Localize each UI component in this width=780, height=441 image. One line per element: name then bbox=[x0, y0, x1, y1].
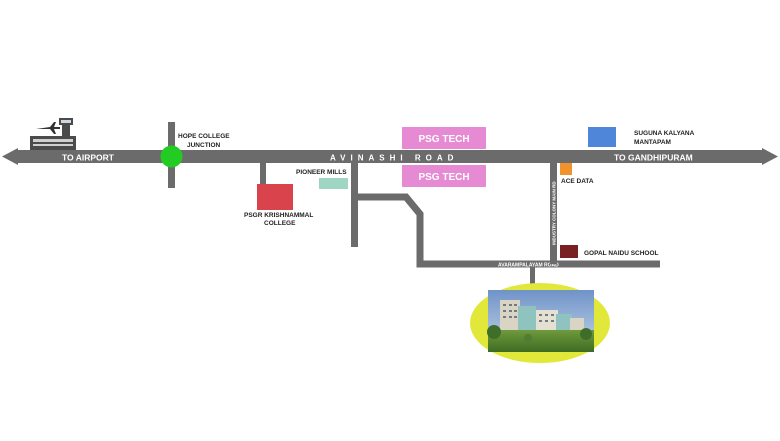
main-road-name: AVINASHI ROAD bbox=[330, 154, 458, 163]
arrow-right-icon bbox=[762, 148, 778, 165]
main-road-band bbox=[14, 150, 766, 163]
gopal-naidu-box bbox=[560, 245, 578, 258]
gopal-naidu-label: GOPAL NAIDU SCHOOL bbox=[584, 250, 659, 257]
hope-college-label-line1: HOPE COLLEGE bbox=[178, 133, 230, 140]
suguna-box bbox=[588, 127, 616, 147]
airport-icon bbox=[30, 118, 76, 150]
ace-data-label: ACE DATA bbox=[561, 178, 594, 185]
psg-tech-box-south bbox=[402, 165, 486, 187]
industry-colony-road-label: INDUSTRY COLONY MAIN RD bbox=[552, 181, 557, 245]
pioneer-mills-label: PIONEER MILLS bbox=[296, 169, 347, 176]
pioneer-mills-box bbox=[319, 178, 348, 189]
psgr-spur-road bbox=[260, 163, 266, 185]
psg-tech-label-south: PSG TECH bbox=[418, 172, 469, 183]
avarampalayam-road bbox=[358, 193, 660, 268]
avinashi-road: AVINASHI ROAD TO AIRPORT TO GANDHIPURAM bbox=[2, 148, 778, 165]
junction-marker-icon bbox=[160, 145, 183, 168]
arrow-left-icon bbox=[2, 148, 18, 165]
avarampalayam-road-label: AVARAMPALAYAM ROAD bbox=[498, 263, 559, 269]
psg-tech-box-north bbox=[402, 127, 486, 149]
ace-data-box bbox=[560, 163, 572, 175]
suguna-label-line2: MANTAPAM bbox=[634, 139, 671, 146]
psgr-krishnammal-box bbox=[257, 184, 293, 210]
psgr-krishnammal-label-line1: PSGR KRISHNAMMAL bbox=[244, 212, 313, 219]
hope-college-label-line2: JUNCTION bbox=[187, 142, 221, 149]
project-building-icon bbox=[470, 283, 610, 363]
suguna-label-line1: SUGUNA KALYANA bbox=[634, 130, 695, 137]
psg-tech-label-north: PSG TECH bbox=[418, 134, 469, 145]
industry-colony-road bbox=[550, 163, 557, 264]
to-gandhipuram-label: TO GANDHIPURAM bbox=[614, 153, 693, 163]
project-access-road bbox=[530, 267, 535, 285]
to-airport-label: TO AIRPORT bbox=[62, 153, 115, 163]
pioneer-vertical-road bbox=[351, 163, 358, 247]
psgr-krishnammal-label-line2: COLLEGE bbox=[264, 220, 296, 227]
